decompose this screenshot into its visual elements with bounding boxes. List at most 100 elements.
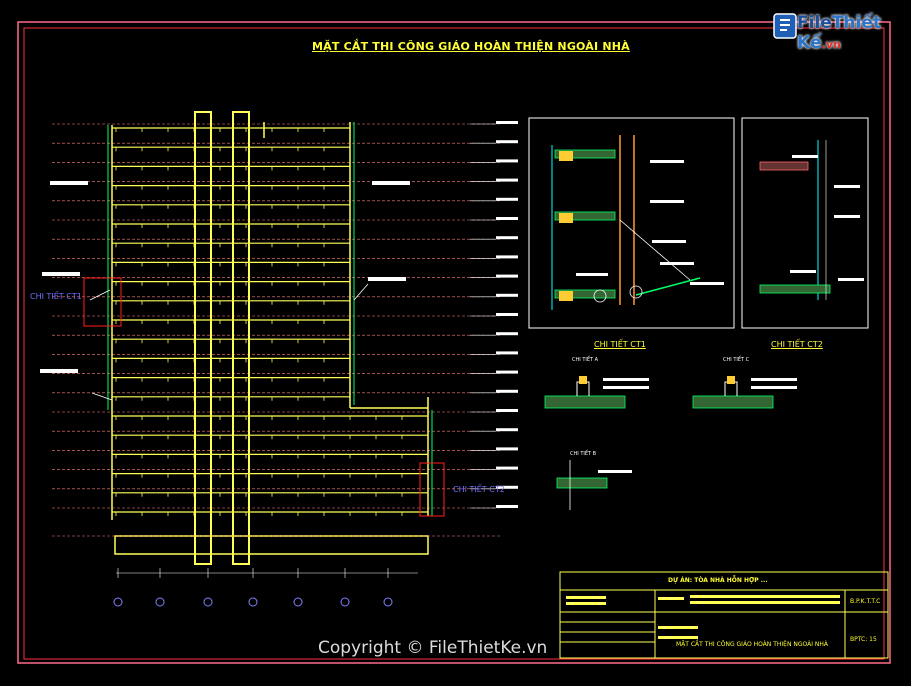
title-block-text-bar bbox=[658, 626, 698, 629]
grid-axis-bubble bbox=[113, 597, 123, 607]
ct1-note-bar bbox=[660, 262, 694, 265]
ct1-note-bar bbox=[650, 200, 684, 203]
grid-axis-bubble bbox=[203, 597, 213, 607]
ct2-slab-bottom bbox=[759, 284, 831, 294]
title-block-code-top: B.P.K.T.T.C bbox=[850, 598, 881, 605]
ct1-note-bar bbox=[576, 273, 608, 276]
logo-prefix: File bbox=[797, 13, 832, 33]
detail-ct1-marker-label: CHI TIẾT CT1 bbox=[30, 292, 82, 301]
ct1-note-bar bbox=[690, 282, 724, 285]
title-block-text-bar bbox=[566, 596, 606, 599]
ct1-slab bbox=[554, 149, 616, 159]
ct2-note-bar bbox=[792, 155, 818, 158]
small-details bbox=[544, 376, 797, 510]
level-text-bar bbox=[496, 274, 518, 278]
ct2-note-bar bbox=[790, 270, 816, 273]
level-text-bar bbox=[496, 293, 518, 297]
title-block-text-bar bbox=[690, 601, 840, 604]
level-text-bar bbox=[496, 389, 518, 393]
level-text-bar bbox=[496, 178, 518, 182]
level-text-bar bbox=[496, 236, 518, 240]
detail-base-plate bbox=[724, 381, 738, 396]
grid-axis-bubble bbox=[293, 597, 303, 607]
detail-b-base bbox=[556, 477, 608, 489]
annotation-bar bbox=[368, 277, 406, 281]
building-section bbox=[40, 111, 518, 565]
title-block-sheet-code: BPTC: 15 bbox=[850, 636, 877, 643]
detail-ct1-box bbox=[528, 117, 735, 329]
drawing-title: MẶT CẮT THI CÔNG GIÁO HOÀN THIỆN NGOÀI N… bbox=[312, 40, 630, 53]
level-text-bar bbox=[496, 332, 518, 336]
level-text-bar bbox=[496, 370, 518, 374]
level-text-bar bbox=[496, 485, 518, 489]
ct1-slab bbox=[554, 289, 616, 299]
level-text-bar bbox=[496, 428, 518, 432]
detail-ct2-marker-label: CHI TIẾT CT2 bbox=[453, 485, 505, 494]
ct1-note-bar bbox=[650, 160, 684, 163]
ct1-beam bbox=[559, 151, 573, 161]
grid-axis-bubble bbox=[383, 597, 393, 607]
detail-b-caption: CHI TIẾT B bbox=[570, 451, 597, 457]
grid-axes bbox=[113, 568, 418, 607]
ct1-detail-bubble bbox=[593, 289, 607, 303]
level-text-bar bbox=[496, 255, 518, 259]
level-text-bar bbox=[496, 505, 518, 508]
grid-axis-bubble bbox=[340, 597, 350, 607]
ct1-beam bbox=[559, 291, 573, 301]
grid-axis-bubble bbox=[155, 597, 165, 607]
title-block-text-bar bbox=[658, 636, 698, 639]
ct2-slab-top bbox=[759, 161, 809, 171]
ct1-note-bar bbox=[652, 240, 686, 243]
title-block-text-bar bbox=[658, 597, 684, 600]
detail-note-bar bbox=[603, 386, 649, 389]
level-text-bar bbox=[496, 447, 518, 451]
level-text-bar bbox=[496, 409, 518, 412]
level-text-bar bbox=[496, 313, 518, 316]
filethietke-logo bbox=[773, 13, 797, 39]
detail-note-bar bbox=[598, 470, 632, 473]
level-text-bar bbox=[496, 351, 518, 355]
detail-soil-layer bbox=[692, 395, 774, 409]
ct1-safety-net bbox=[635, 277, 701, 296]
grid-axis-bubble bbox=[248, 597, 258, 607]
level-text-bar bbox=[496, 217, 518, 220]
ct1-callout-box bbox=[83, 277, 122, 327]
logo-domain: .vn bbox=[821, 38, 841, 51]
leader-line bbox=[353, 283, 369, 301]
ct2-note-bar bbox=[834, 185, 860, 188]
ct1-brace bbox=[619, 219, 691, 281]
level-text-bar bbox=[496, 197, 518, 201]
detail-ct2-caption: CHI TIẾT CT2 bbox=[771, 340, 823, 349]
outer-frame bbox=[17, 21, 891, 664]
ct2-callout-box bbox=[419, 462, 445, 517]
annotation-bar bbox=[40, 369, 78, 373]
title-block bbox=[559, 571, 889, 659]
title-block-text-bar bbox=[690, 595, 840, 598]
detail-base-plate bbox=[576, 381, 590, 396]
level-text-bar bbox=[496, 159, 518, 163]
detail-a-caption: CHI TIẾT A bbox=[572, 357, 599, 363]
annotation-bar bbox=[50, 181, 88, 185]
title-block-sheet-name: MẶT CẮT THI CÔNG GIÁO HOÀN THIỆN NGOÀI N… bbox=[676, 641, 828, 648]
detail-note-bar bbox=[751, 378, 797, 381]
detail-note-bar bbox=[603, 378, 649, 381]
basement-slab bbox=[114, 535, 429, 555]
level-text-bar bbox=[496, 466, 518, 470]
copyright-watermark: Copyright © FileThietKe.vn bbox=[318, 638, 548, 658]
title-block-text-bar bbox=[566, 602, 606, 605]
ct2-note-bar bbox=[834, 215, 860, 218]
logo-suffix: Thiết Kế bbox=[797, 13, 881, 53]
core-left bbox=[194, 111, 212, 565]
detail-c-caption: CHI TIẾT C bbox=[723, 357, 750, 363]
detail-ct2-box bbox=[741, 117, 869, 329]
annotation-bar bbox=[42, 272, 80, 276]
logo-text: FileThiết Kế.vn bbox=[797, 13, 911, 53]
leader-line bbox=[91, 392, 113, 401]
annotation-bar bbox=[372, 181, 410, 185]
detail-ct1-caption: CHI TIẾT CT1 bbox=[594, 340, 646, 349]
leader-line bbox=[89, 289, 111, 301]
detail-pipe bbox=[727, 376, 735, 384]
ct1-detail-bubble bbox=[629, 285, 643, 299]
level-text-bar bbox=[496, 121, 518, 124]
